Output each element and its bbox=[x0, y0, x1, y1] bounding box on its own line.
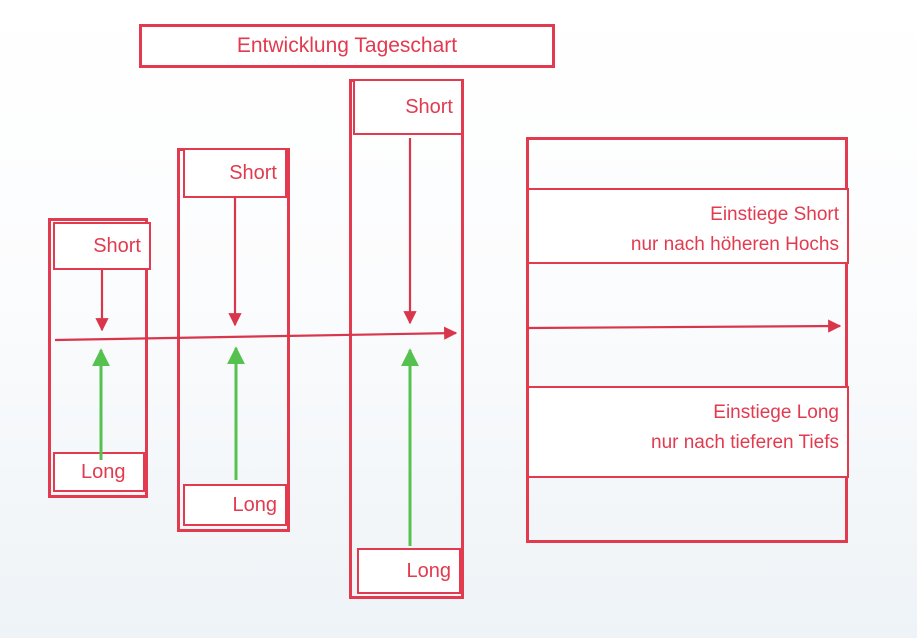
short-entry-line-2: nur nach höheren Hochs bbox=[630, 234, 839, 255]
info-panel-arrow bbox=[527, 319, 842, 333]
long-entry-line-1: Einstiege Long bbox=[713, 402, 839, 423]
column-2-long-label: Long bbox=[183, 484, 287, 526]
long-entry-line-2: nur nach tieferen Tiefs bbox=[651, 432, 839, 453]
chart-title-text: Entwicklung Tageschart bbox=[236, 34, 458, 57]
column-2-short-label: Short bbox=[183, 148, 287, 198]
short-entry-info: Einstiege Short nur nach höheren Hochs bbox=[527, 188, 849, 264]
column-1-long-label: Long bbox=[53, 452, 145, 492]
long-entry-info: Einstiege Long nur nach tieferen Tiefs bbox=[527, 386, 849, 478]
column-1-short-label: Short bbox=[53, 222, 151, 270]
short-entry-line-1: Einstiege Short bbox=[710, 204, 839, 225]
chart-title: Entwicklung Tageschart bbox=[139, 24, 555, 68]
timeline-arrow bbox=[54, 326, 458, 342]
info-panel bbox=[526, 137, 848, 543]
column-1-frame bbox=[48, 218, 148, 498]
column-3-long-label: Long bbox=[357, 548, 461, 594]
column-3-short-label: Short bbox=[353, 79, 463, 135]
